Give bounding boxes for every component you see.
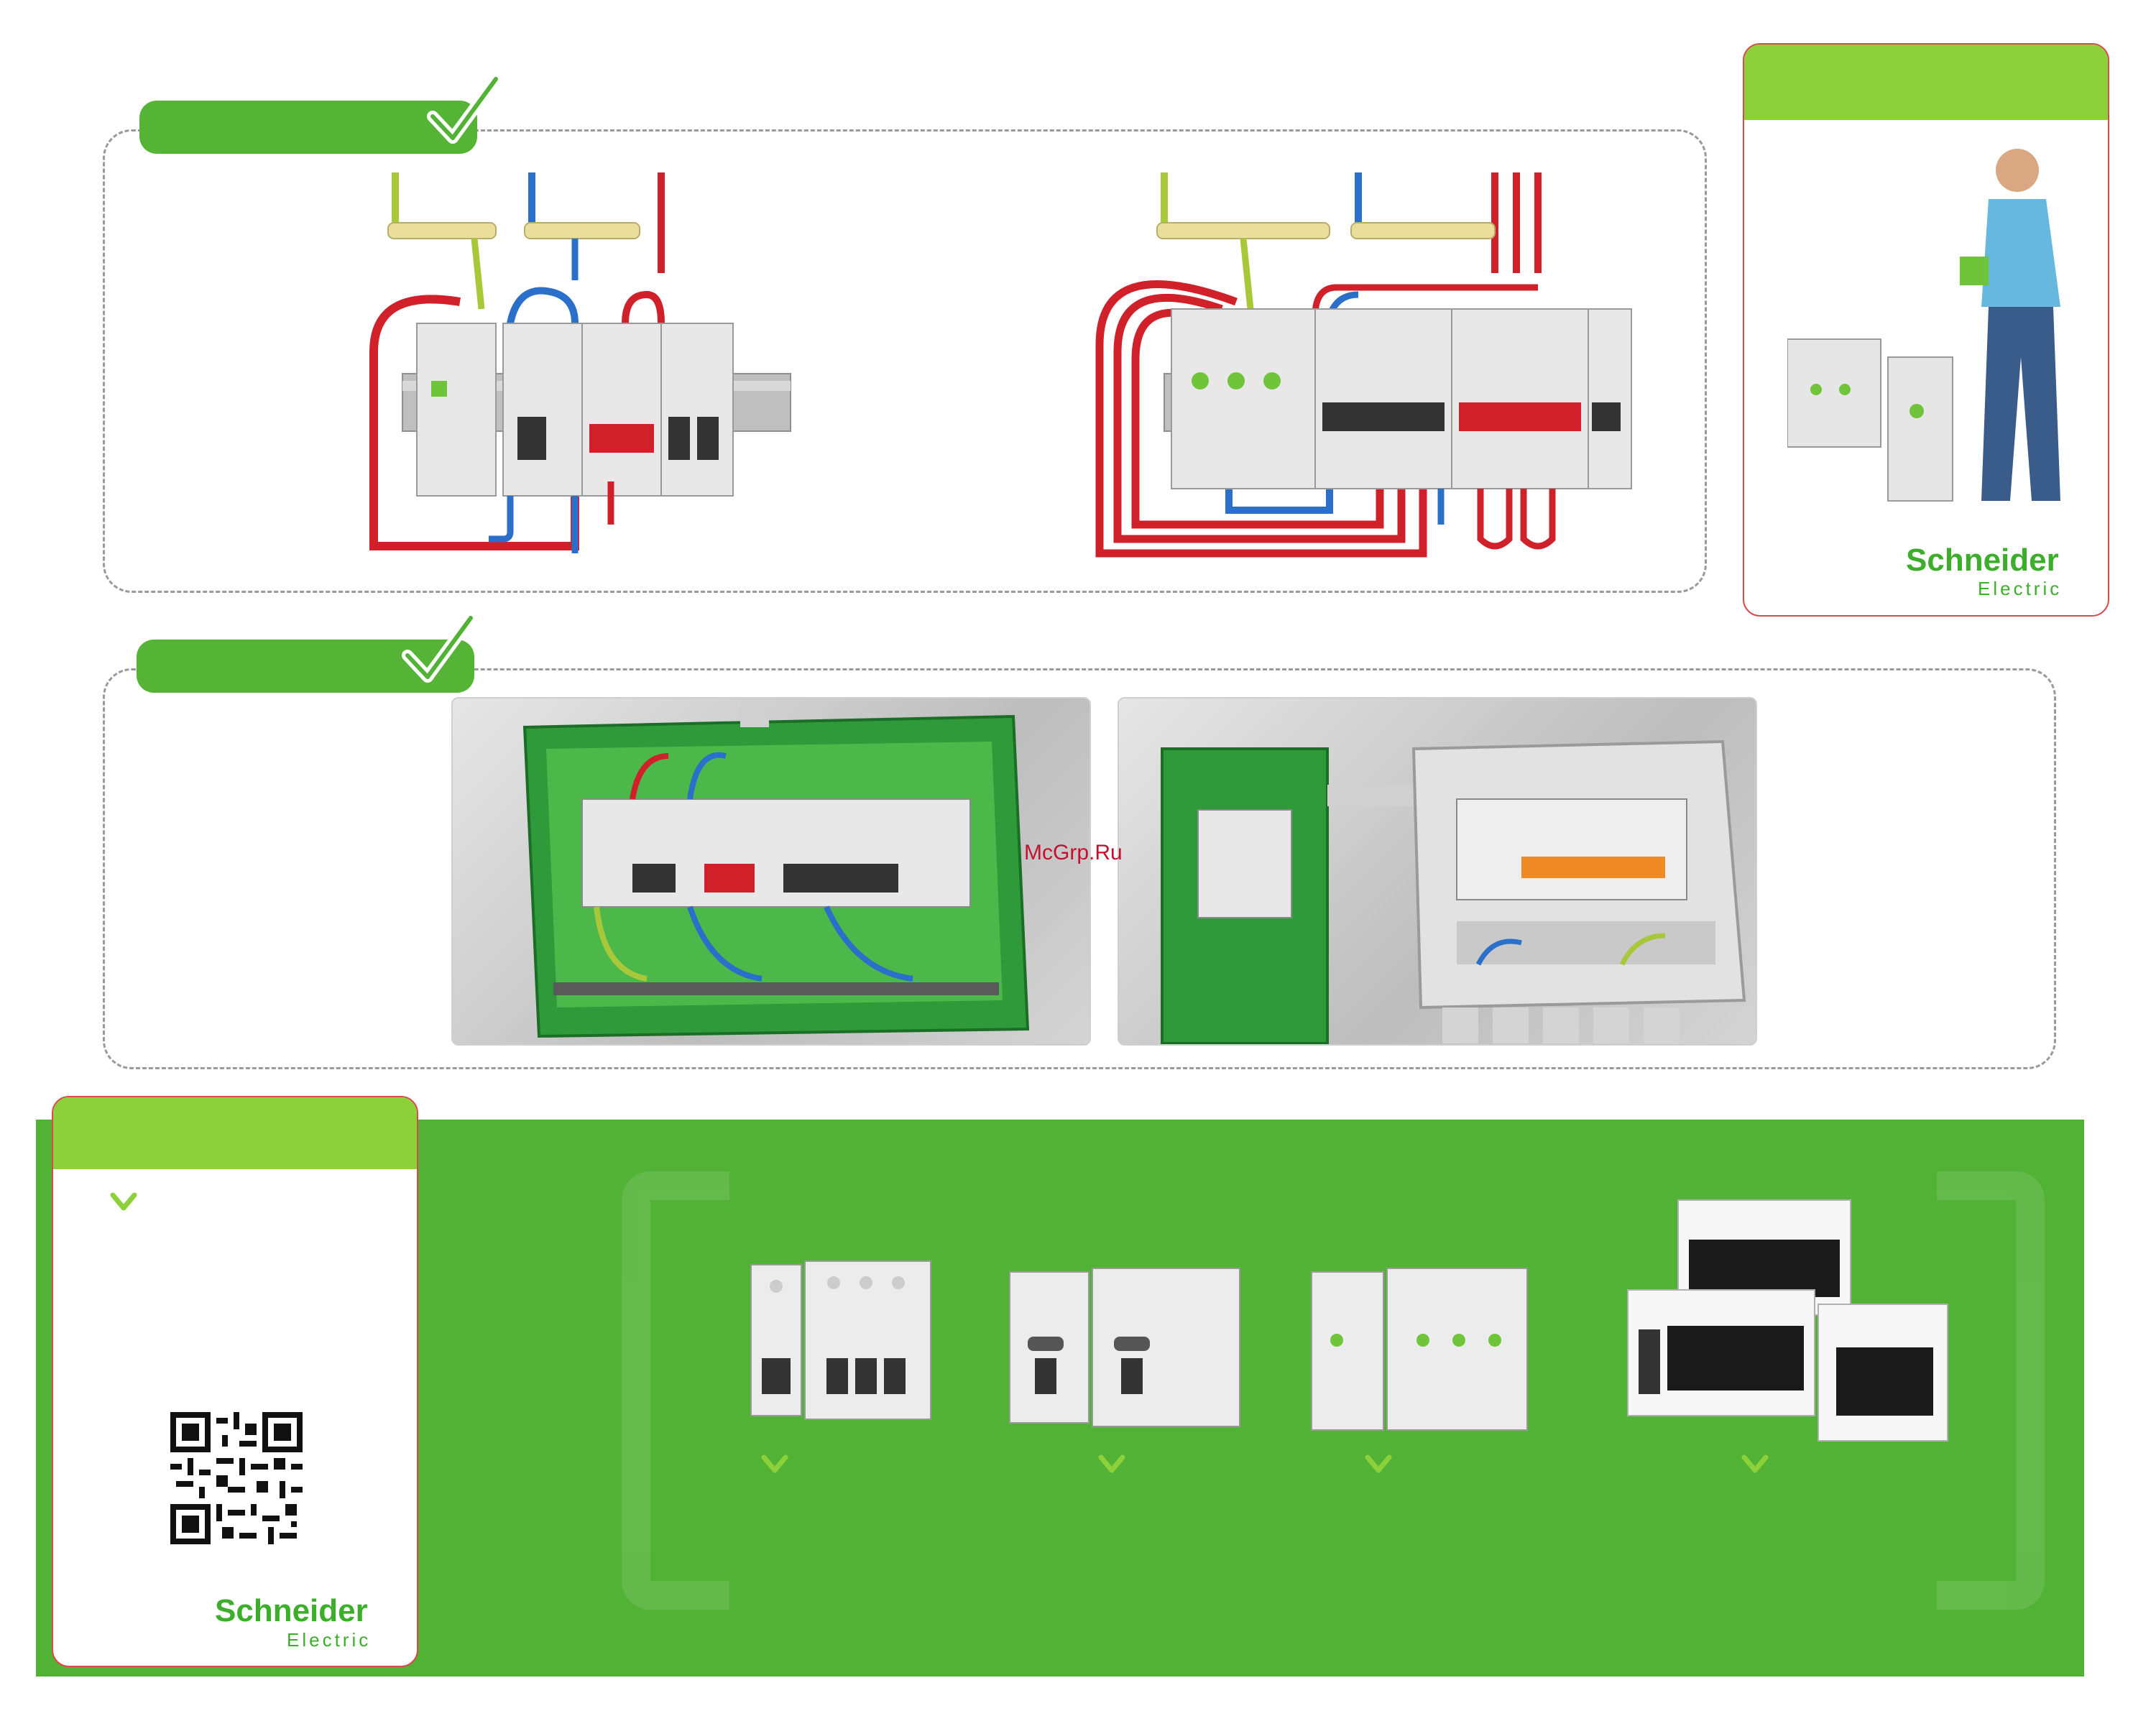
qr-code-image <box>170 1412 303 1544</box>
chevron-check-icon <box>110 1192 137 1211</box>
three-phase-wiring-diagram <box>1095 172 1632 558</box>
promo-card-header <box>1744 45 2108 120</box>
surge-arrester-product-image <box>1311 1268 1528 1431</box>
distribution-box-image <box>1627 1199 1948 1442</box>
chevron-check-icon <box>1098 1454 1125 1473</box>
wiring-section-header <box>139 101 477 154</box>
checkmark-icon <box>402 612 476 683</box>
product-promo-card: Schneider Electric <box>1743 43 2109 617</box>
residual-current-device-image <box>1009 1268 1240 1427</box>
surge-arrester-image <box>1787 338 1953 502</box>
card-logo-sub: Electric <box>1978 578 2063 599</box>
info-card-header <box>53 1097 417 1169</box>
circuit-breaker-image <box>750 1260 931 1420</box>
info-card: Schneider Electric <box>52 1096 418 1667</box>
checkmark-icon <box>427 73 502 144</box>
single-phase-wiring-diagram <box>369 172 791 553</box>
chevron-check-icon <box>761 1454 788 1473</box>
left-bracket <box>622 1171 729 1610</box>
enclosure-section-frame <box>103 668 2056 1069</box>
info-logo-name: Schneider <box>215 1593 368 1628</box>
chevron-check-icon <box>1365 1454 1392 1473</box>
watermark: McGrp.Ru <box>1024 841 1123 864</box>
wiring-section-frame <box>103 129 1707 593</box>
electrician-figure <box>1960 149 2060 501</box>
grey-enclosure-photo <box>1118 697 1757 1046</box>
right-bracket <box>1937 1171 2045 1610</box>
chevron-check-icon <box>1741 1454 1769 1473</box>
info-logo-sub: Electric <box>287 1629 372 1651</box>
card-logo-name: Schneider <box>1906 543 2059 578</box>
green-enclosure-photo <box>451 697 1091 1046</box>
